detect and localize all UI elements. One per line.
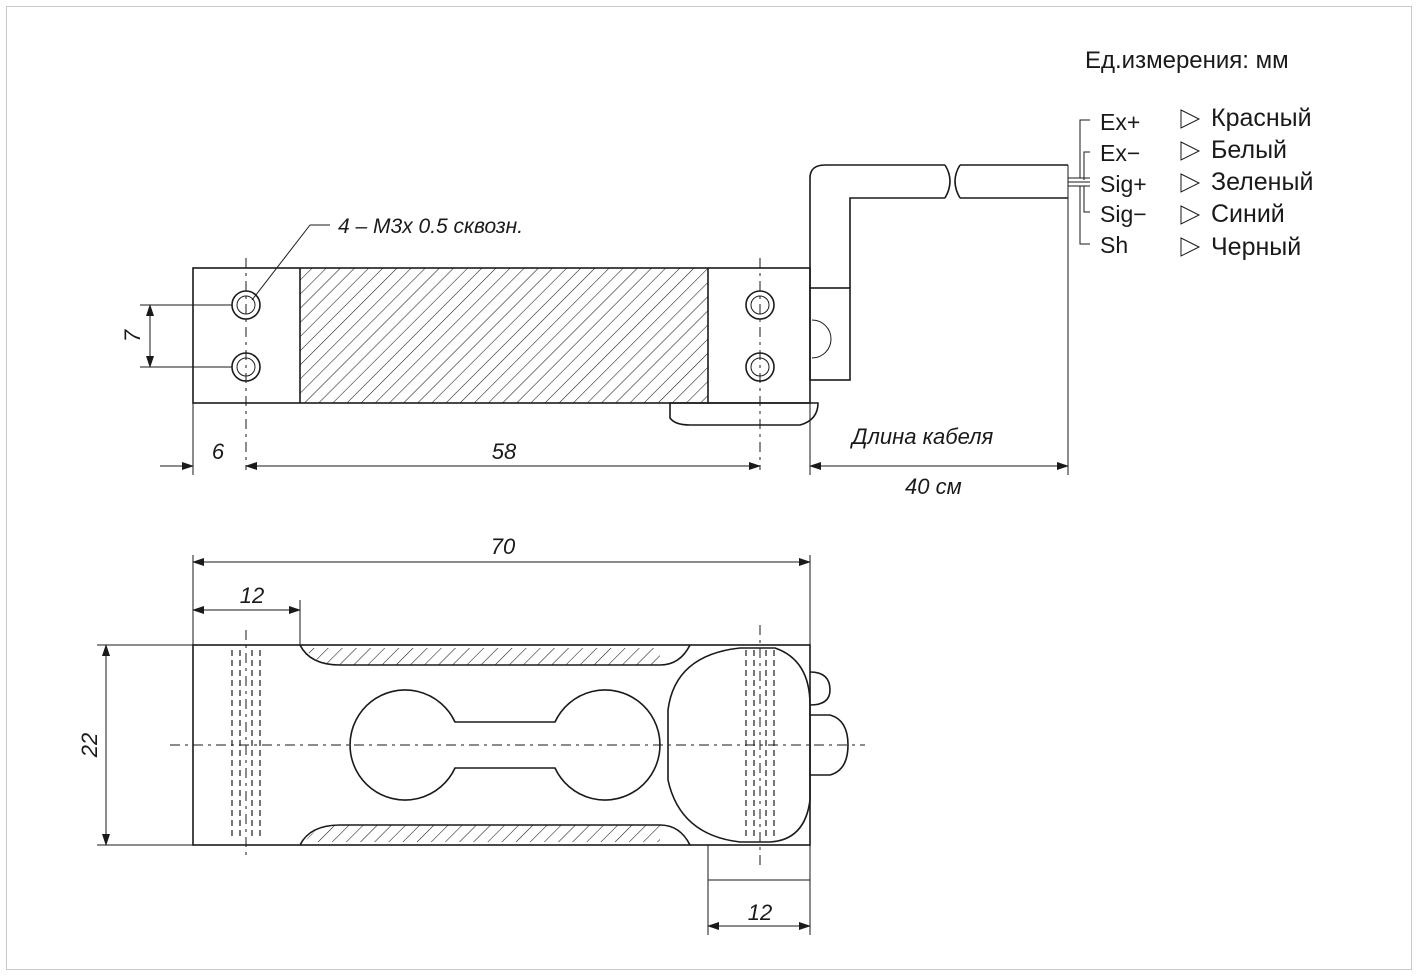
triangle-marker-icon — [1180, 141, 1201, 161]
mounting-base — [707, 844, 811, 881]
wire-color-white: Белый — [1211, 136, 1287, 164]
hole-note: 4 – M3x 0.5 сквозн. — [338, 215, 523, 238]
wire-pin-sig-minus: Sig− — [1100, 201, 1147, 227]
units-label: Ед.измерения: мм — [1085, 47, 1289, 74]
wire-pin-sh: Sh — [1100, 232, 1128, 258]
dim-left-block: 12 — [240, 583, 264, 608]
triangle-marker-icon — [1180, 237, 1201, 257]
dim-hole-spacing: 7 — [120, 329, 145, 342]
dim-right-block: 12 — [748, 900, 772, 925]
dim-cable-length: 40 см — [905, 474, 962, 499]
wire-pin-ex-minus: Ex− — [1100, 140, 1140, 166]
triangle-marker-icon — [1180, 205, 1201, 225]
potting-side — [667, 647, 811, 843]
binocular-hole — [349, 689, 661, 801]
dim-edge-to-hole: 6 — [212, 439, 225, 464]
strain-gauge-area — [300, 268, 708, 403]
wire-leads — [1068, 119, 1090, 245]
cable-length-label: Длина кабеля — [849, 424, 993, 449]
triangle-marker-icon — [1180, 173, 1201, 193]
potting-area — [669, 402, 819, 426]
drawing-frame — [6, 6, 1412, 970]
side-view — [97, 555, 865, 935]
wire-color-red: Красный — [1211, 104, 1312, 132]
wire-legend: Ex+ Ex− Sig+ Sig− Sh Красный Белый Зелен… — [1100, 104, 1313, 261]
wire-color-green: Зеленый — [1211, 168, 1313, 196]
top-view — [140, 119, 1090, 475]
wire-color-black: Черный — [1211, 233, 1301, 261]
cable-gland — [809, 287, 851, 381]
wire-pin-sig-plus: Sig+ — [1100, 171, 1147, 197]
wire-pin-ex-plus: Ex+ — [1100, 109, 1140, 135]
wire-color-blue: Синий — [1211, 200, 1285, 228]
triangle-marker-icon — [1180, 109, 1201, 129]
dim-height: 22 — [77, 733, 102, 758]
dim-total-length: 70 — [491, 534, 516, 559]
dim-hole-to-hole: 58 — [492, 439, 517, 464]
cable — [809, 164, 945, 288]
